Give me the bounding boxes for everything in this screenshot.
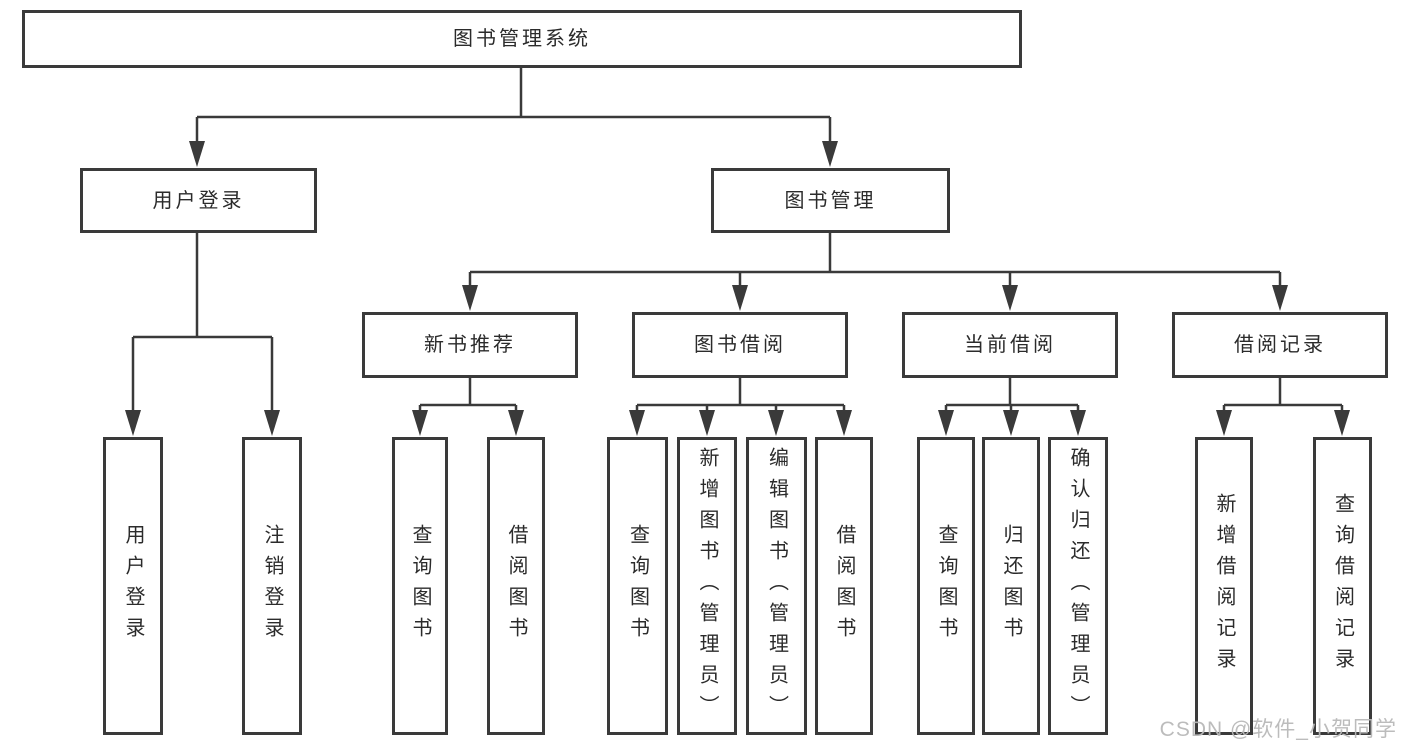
leaf-query-books-borrow: 查询图书 bbox=[607, 437, 668, 735]
leaf-edit-book-admin: 编辑图书（管理员） bbox=[746, 437, 807, 735]
node-user-login: 用户登录 bbox=[80, 168, 317, 233]
node-new-book-recommend: 新书推荐 bbox=[362, 312, 578, 378]
node-root-library-system: 图书管理系统 bbox=[22, 10, 1022, 68]
node-borrow-records: 借阅记录 bbox=[1172, 312, 1388, 378]
leaf-query-books-current: 查询图书 bbox=[917, 437, 975, 735]
node-book-management: 图书管理 bbox=[711, 168, 950, 233]
leaf-query-borrow-record: 查询借阅记录 bbox=[1313, 437, 1372, 735]
leaf-add-borrow-record: 新增借阅记录 bbox=[1195, 437, 1253, 735]
leaf-add-book-admin: 新增图书（管理员） bbox=[677, 437, 737, 735]
leaf-return-book: 归还图书 bbox=[982, 437, 1040, 735]
leaf-logout: 注销登录 bbox=[242, 437, 302, 735]
arrowheads bbox=[125, 141, 1350, 436]
watermark: CSDN @软件_小贺同学 bbox=[1159, 718, 1397, 741]
node-current-borrow: 当前借阅 bbox=[902, 312, 1118, 378]
leaf-query-books-recommend: 查询图书 bbox=[392, 437, 448, 735]
node-book-borrow: 图书借阅 bbox=[632, 312, 848, 378]
leaf-user-login: 用户登录 bbox=[103, 437, 163, 735]
leaf-borrow-book: 借阅图书 bbox=[815, 437, 873, 735]
leaf-confirm-return-admin: 确认归还（管理员） bbox=[1048, 437, 1108, 735]
leaf-borrow-books-recommend: 借阅图书 bbox=[487, 437, 545, 735]
